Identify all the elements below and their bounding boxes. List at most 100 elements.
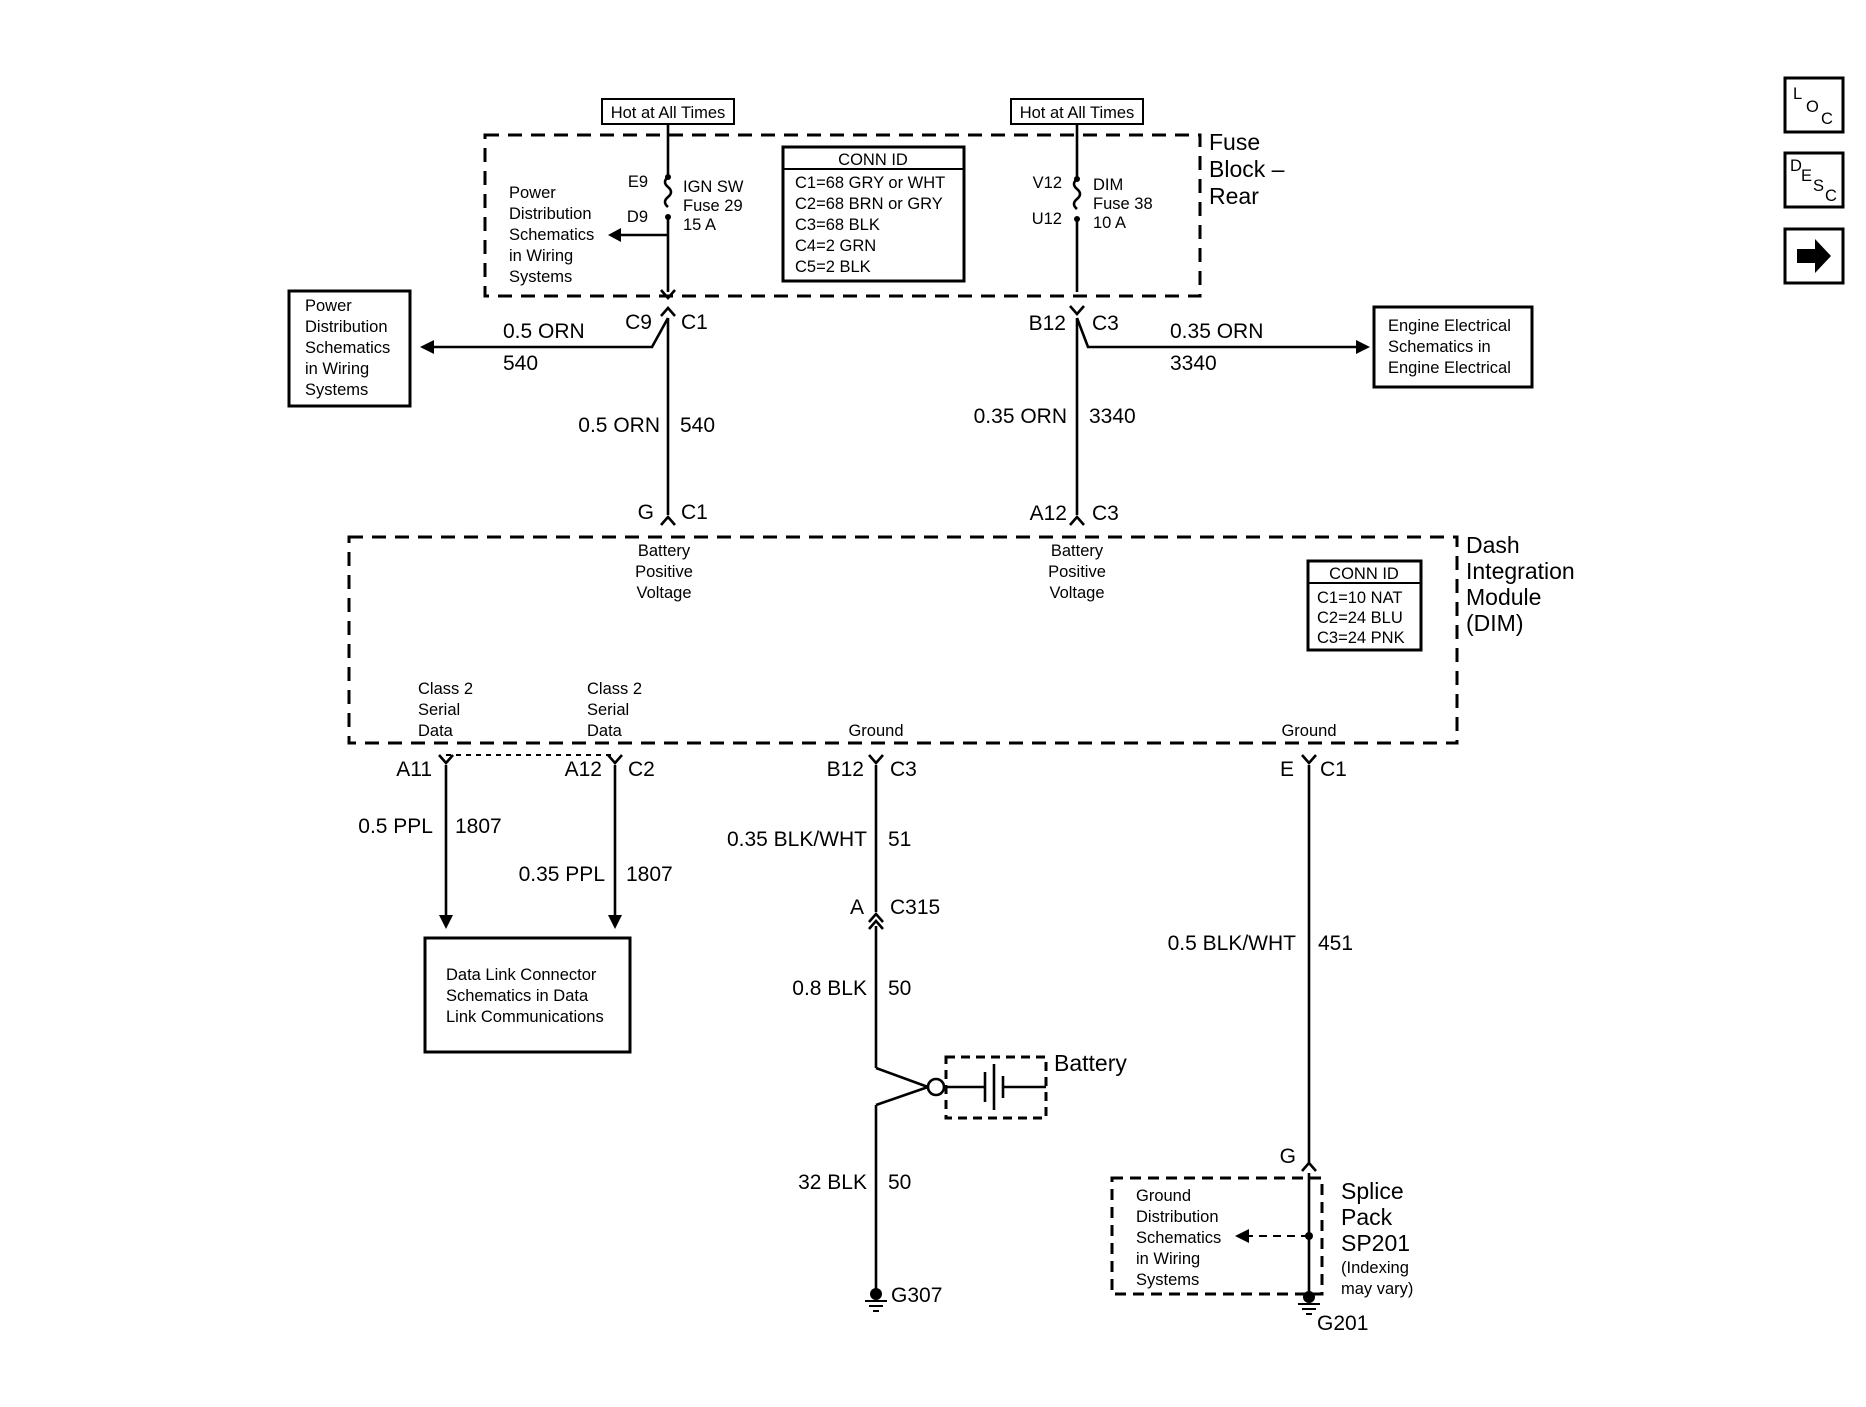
svg-text:may vary): may vary) xyxy=(1341,1280,1413,1298)
connector-a12-c2-icon xyxy=(607,754,623,765)
conn-c1-dim: C1 xyxy=(681,501,708,524)
pin-g-splice: G xyxy=(1280,1145,1296,1168)
connector-g-c1-icon xyxy=(660,515,676,526)
arrow-right-icon xyxy=(1797,239,1831,273)
wire-540-branch-color: 0.5 ORN xyxy=(503,320,585,343)
wire-540-color: 0.5 ORN xyxy=(578,414,660,437)
svg-text:Schematics in: Schematics in xyxy=(1388,338,1491,356)
svg-text:Distribution: Distribution xyxy=(305,318,388,336)
svg-text:Systems: Systems xyxy=(305,381,368,399)
arrow-right-icon xyxy=(1356,340,1370,354)
battery-icon xyxy=(944,1064,1046,1110)
wire-451-circuit: 451 xyxy=(1318,932,1353,955)
power-distribution-ref-box[interactable] xyxy=(287,289,412,408)
svg-text:Voltage: Voltage xyxy=(1049,584,1104,602)
pin-d9: D9 xyxy=(627,208,648,226)
wire-451-color: 0.5 BLK/WHT xyxy=(1168,932,1297,955)
class2-right: Class 2 Serial Data xyxy=(587,680,642,740)
svg-text:Link Communications: Link Communications xyxy=(446,1008,604,1026)
data-link-connector-ref-box[interactable] xyxy=(423,936,632,1054)
wire-50-lower-color: 32 BLK xyxy=(798,1171,867,1194)
svg-text:Battery: Battery xyxy=(1051,542,1104,560)
svg-text:CONN ID: CONN ID xyxy=(1329,565,1399,583)
hot-label-left: Hot at All Times xyxy=(611,104,726,122)
arrow-left-icon xyxy=(420,340,434,354)
fuse-38-icon xyxy=(1072,178,1082,210)
connector-c1-top-icon xyxy=(660,306,676,317)
svg-text:Positive: Positive xyxy=(635,563,693,581)
svg-text:10 A: 10 A xyxy=(1093,214,1126,232)
connector-a11-icon xyxy=(438,754,454,765)
wire-50-upper-color: 0.8 BLK xyxy=(792,977,867,1000)
hot-label-right: Hot at All Times xyxy=(1020,104,1135,122)
svg-text:DIM: DIM xyxy=(1093,176,1123,194)
svg-text:Fuse 38: Fuse 38 xyxy=(1093,195,1153,213)
arrow-down-icon xyxy=(439,915,453,929)
svg-text:Module: Module xyxy=(1466,584,1541,610)
fuse-29-icon xyxy=(663,176,673,208)
fuse-38-label: DIM Fuse 38 10 A xyxy=(1093,176,1153,232)
arrow-left-icon xyxy=(1235,1229,1249,1243)
svg-text:Distribution: Distribution xyxy=(1136,1208,1219,1226)
ground-g307-icon xyxy=(865,1288,887,1312)
connector-c315-icon xyxy=(868,912,884,923)
pin-b12-bottom: B12 xyxy=(827,758,864,781)
wire-1807-a-circuit: 1807 xyxy=(455,815,502,838)
svg-text:SP201: SP201 xyxy=(1341,1230,1410,1256)
wire-51-circuit: 51 xyxy=(888,828,911,851)
svg-text:C4=2 GRN: C4=2 GRN xyxy=(795,237,876,255)
svg-text:C5=2 BLK: C5=2 BLK xyxy=(795,258,871,276)
arrow-down-icon xyxy=(608,915,622,929)
ground-distribution-ref: Ground Distribution Schematics in Wiring… xyxy=(1136,1187,1221,1289)
svg-text:Splice: Splice xyxy=(1341,1178,1404,1204)
svg-text:Battery: Battery xyxy=(638,542,691,560)
svg-text:Schematics: Schematics xyxy=(1136,1229,1221,1247)
svg-text:Voltage: Voltage xyxy=(636,584,691,602)
conn-c3-bottom: C3 xyxy=(890,758,917,781)
svg-text:C2=24 BLU: C2=24 BLU xyxy=(1317,609,1403,627)
next-button[interactable] xyxy=(1783,227,1845,285)
svg-text:Schematics in Data: Schematics in Data xyxy=(446,987,589,1005)
loc-button[interactable]: L O C xyxy=(1783,76,1845,134)
pin-a12-bottom: A12 xyxy=(565,758,602,781)
g201-label: G201 xyxy=(1317,1312,1368,1335)
ground-right-label: Ground xyxy=(1281,722,1336,740)
svg-text:Systems: Systems xyxy=(1136,1271,1199,1289)
svg-text:Class 2: Class 2 xyxy=(418,680,473,698)
svg-text:C2=68 BRN or GRY: C2=68 BRN or GRY xyxy=(795,195,943,213)
svg-text:Distribution: Distribution xyxy=(509,205,592,223)
svg-text:Schematics: Schematics xyxy=(509,226,594,244)
inner-power-distribution-ref: Power Distribution Schematics in Wiring … xyxy=(509,184,594,286)
svg-text:Engine Electrical: Engine Electrical xyxy=(1388,317,1511,335)
svg-text:C: C xyxy=(1825,187,1837,205)
svg-text:L: L xyxy=(1793,85,1802,103)
class2-left: Class 2 Serial Data xyxy=(418,680,473,740)
svg-text:Rear: Rear xyxy=(1209,183,1259,209)
pin-c9: C9 xyxy=(625,311,652,334)
bpv-right: Battery Positive Voltage xyxy=(1048,542,1106,602)
pin-a-c315: A xyxy=(850,896,864,919)
svg-text:Positive: Positive xyxy=(1048,563,1106,581)
wire-1807-b-color: 0.35 PPL xyxy=(519,863,605,886)
wire-50-upper-circuit: 50 xyxy=(888,977,911,1000)
svg-text:(Indexing: (Indexing xyxy=(1341,1259,1409,1277)
engine-electrical-ref-box[interactable] xyxy=(1372,305,1534,389)
splice-pack-title: Splice Pack SP201 (Indexing may vary) xyxy=(1341,1178,1413,1298)
svg-text:Dash: Dash xyxy=(1466,532,1520,558)
svg-text:O: O xyxy=(1806,98,1819,116)
dim-title: Dash Integration Module (DIM) xyxy=(1466,532,1575,636)
svg-text:Pack: Pack xyxy=(1341,1204,1393,1230)
svg-text:D: D xyxy=(1790,157,1802,175)
wire-540-branch-circuit: 540 xyxy=(503,352,538,375)
svg-text:Engine Electrical: Engine Electrical xyxy=(1388,359,1511,377)
connector-b12-icon xyxy=(1069,305,1085,316)
battery-label: Battery xyxy=(1054,1050,1127,1076)
ground-g201-icon xyxy=(1298,1291,1320,1315)
wire-50-lower-circuit: 50 xyxy=(888,1171,911,1194)
splice-pack-outline xyxy=(1110,1176,1324,1296)
bpv-left: Battery Positive Voltage xyxy=(635,542,693,602)
svg-text:15 A: 15 A xyxy=(683,216,716,234)
desc-button[interactable]: D E S C xyxy=(1783,151,1845,209)
connector-a12-c3-icon xyxy=(1069,515,1085,526)
svg-text:S: S xyxy=(1813,177,1824,195)
